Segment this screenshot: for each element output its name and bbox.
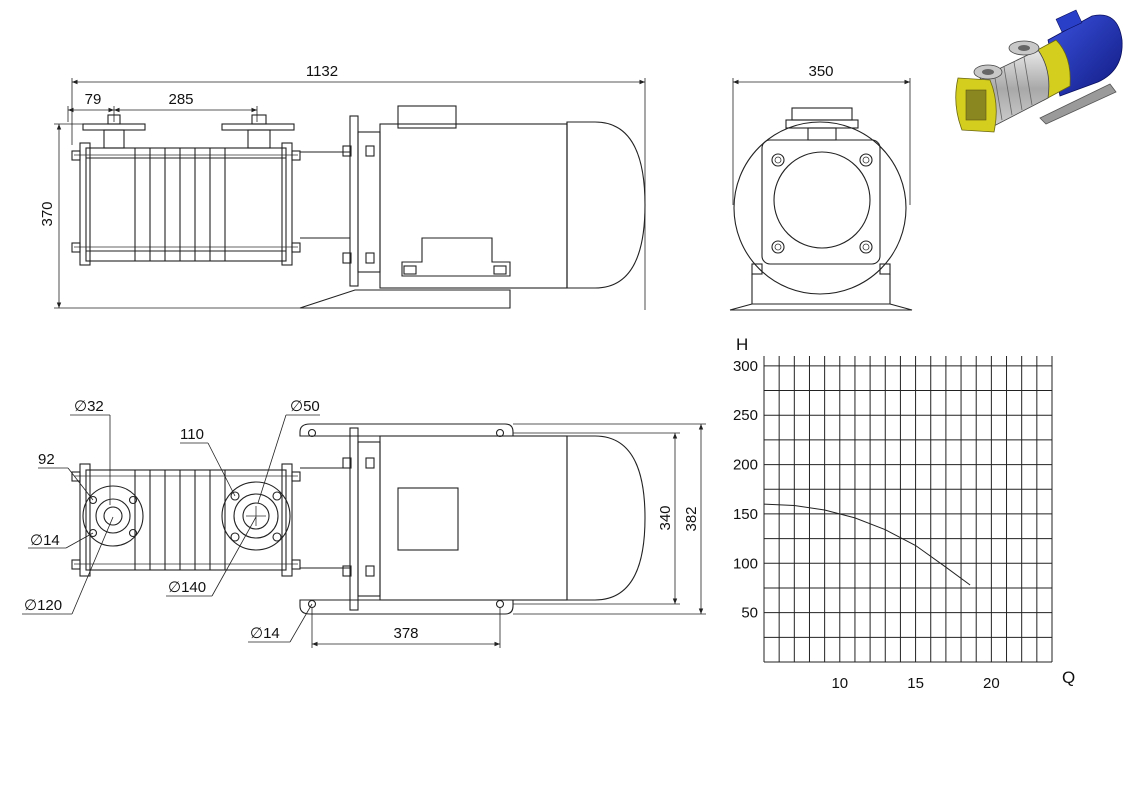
- dim-suction-pcd: 92: [38, 451, 55, 468]
- dim-inlet-offset: 79: [85, 91, 102, 108]
- chart-xlabel: Q: [1062, 668, 1075, 687]
- suction-flange-plan: [82, 485, 144, 547]
- plan-view: [71, 423, 646, 615]
- y-tick-label: 200: [733, 457, 758, 474]
- h-q-curve: [763, 503, 971, 586]
- side-elevation-view: [71, 105, 646, 309]
- discharge-flange-plan: [221, 481, 291, 551]
- chart-ylabel: H: [736, 335, 748, 354]
- dim-base-hole-spacing: 378: [393, 625, 418, 642]
- dim-suction-bore: ∅32: [74, 398, 104, 415]
- dim-end-width: 350: [808, 63, 833, 80]
- y-tick-label: 250: [733, 407, 758, 424]
- y-tick-label: 50: [741, 605, 758, 622]
- performance-chart: 10 15 20 50 100 150 200 250 300 H Q: [733, 335, 1075, 692]
- discharge-flange-side: [221, 114, 295, 149]
- dim-flange-spacing: 285: [168, 91, 193, 108]
- dim-inner-width: 340: [657, 505, 674, 530]
- x-tick-label: 15: [907, 675, 924, 692]
- end-view: 350: [729, 63, 913, 311]
- dim-height: 370: [39, 201, 56, 226]
- dim-base-hole: ∅14: [250, 625, 280, 642]
- plan-view-dimensions: ∅32 ∅50 92 110 ∅14 ∅120 ∅140 ∅14 378: [22, 398, 706, 648]
- y-tick-label: 300: [733, 358, 758, 375]
- y-tick-label: 150: [733, 506, 758, 523]
- chart-series: [763, 503, 971, 586]
- x-tick-label: 20: [983, 675, 1000, 692]
- dim-discharge-flange-od: ∅140: [168, 579, 206, 596]
- top-view-dimensions: 1132 79 285 370: [39, 63, 646, 310]
- dim-outer-width: 382: [683, 506, 700, 531]
- dim-suction-bolt-hole: ∅14: [30, 532, 60, 549]
- dim-discharge-bore: ∅50: [290, 398, 320, 415]
- dim-suction-flange-od: ∅120: [24, 597, 62, 614]
- pump-3d-render: [955, 9, 1123, 133]
- suction-flange-side: [82, 114, 146, 149]
- y-tick-label: 100: [733, 555, 758, 572]
- stage-plates: [134, 148, 226, 261]
- dim-discharge-pcd: 110: [180, 426, 204, 443]
- dim-total-length: 1132: [306, 63, 338, 80]
- chart-grid: [763, 356, 1053, 663]
- chart-ticks: 10 15 20 50 100 150 200 250 300: [733, 358, 1000, 692]
- x-tick-label: 10: [831, 675, 848, 692]
